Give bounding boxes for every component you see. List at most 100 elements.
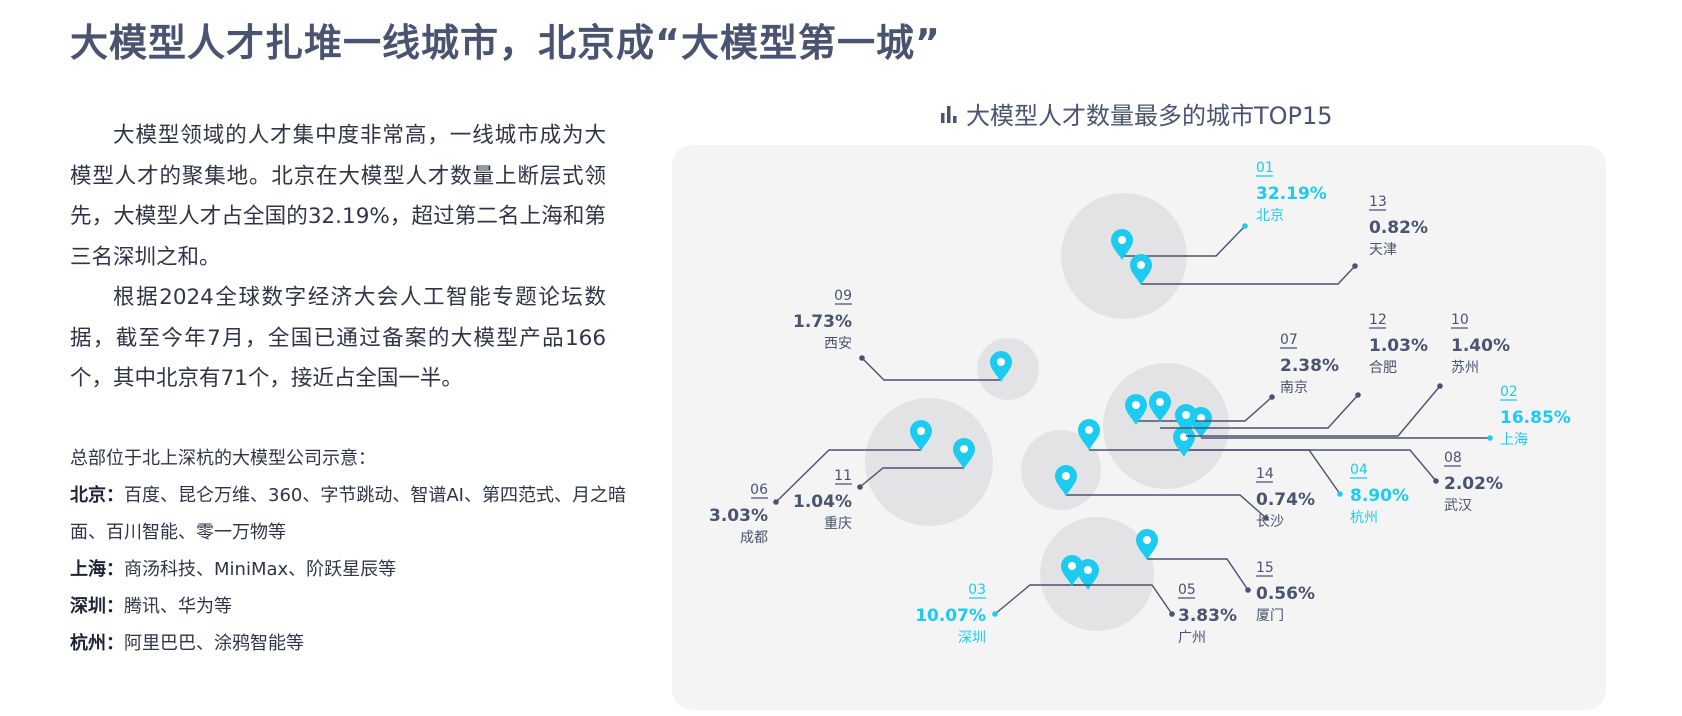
location-pin-icon: [1130, 254, 1152, 285]
rank-label: 07: [1280, 332, 1298, 348]
rank-label: 06: [750, 482, 768, 498]
cluster-circle: [1103, 363, 1229, 489]
city-label: 成都: [740, 530, 768, 546]
value-label: 1.04%: [793, 492, 852, 512]
connector-dot: [1242, 223, 1248, 229]
connector-line: [1072, 584, 1173, 615]
rank-label: 12: [1369, 312, 1387, 328]
value-label: 3.83%: [1178, 606, 1237, 626]
city-label: 北京: [1256, 208, 1284, 224]
rank-label: 04: [1350, 462, 1368, 478]
location-pin-icon: [1055, 465, 1077, 496]
connector-dot: [1269, 394, 1275, 400]
company-row-list: 百度、昆仑万维、360、字节跳动、智谱AI、第四范式、月之暗面、百川智能、零一万…: [70, 485, 626, 543]
company-row-hangzhou: 杭州：阿里巴巴、涂鸦智能等: [70, 625, 630, 662]
page-title: 大模型人才扎堆一线城市，北京成“大模型第一城”: [70, 21, 941, 65]
connector-line: [1141, 265, 1356, 285]
location-pin-icon: [953, 438, 975, 469]
city-label: 杭州: [1350, 510, 1378, 526]
rank-label: 03: [968, 582, 986, 598]
rank-label: 02: [1500, 384, 1518, 400]
company-row-shenzhen: 深圳：腾讯、华为等: [70, 588, 630, 625]
location-pin-hole: [1132, 401, 1140, 409]
company-row-city: 杭州：: [70, 633, 124, 654]
location-pin-icon: [1125, 394, 1147, 425]
location-pin-icon: [990, 351, 1012, 382]
city-label: 深圳: [958, 630, 986, 646]
city-label: 天津: [1369, 242, 1397, 258]
value-label: 2.02%: [1444, 474, 1503, 494]
location-pin-hole: [1068, 562, 1076, 570]
rank-label: 05: [1178, 582, 1196, 598]
connector-dot: [857, 484, 863, 490]
value-label: 32.19%: [1256, 184, 1327, 204]
connector-line: [1136, 396, 1273, 422]
connector-dot: [1263, 515, 1269, 521]
value-label: 1.40%: [1451, 336, 1510, 356]
connector-line: [994, 584, 1088, 615]
location-pin-icon: [1173, 426, 1195, 457]
connector-line: [859, 467, 964, 488]
location-pin-hole: [1062, 472, 1070, 480]
bar-chart-icon: [941, 105, 957, 123]
company-row-beijing: 北京：百度、昆仑万维、360、字节跳动、智谱AI、第四范式、月之暗面、百川智能、…: [70, 477, 630, 551]
value-label: 2.38%: [1280, 356, 1339, 376]
connector-dot: [1433, 478, 1439, 484]
rank-label: 08: [1444, 450, 1462, 466]
connector-dot: [859, 355, 865, 361]
cluster-circle: [865, 398, 993, 526]
location-pin-hole: [1143, 536, 1151, 544]
location-pin-hole: [1180, 433, 1188, 441]
rank-label: 09: [834, 288, 852, 304]
location-pin-hole: [1156, 398, 1164, 406]
company-row-city: 北京：: [70, 485, 124, 506]
connector-line: [775, 449, 921, 503]
intro-paragraph-1: 大模型领域的人才集中度非常高，一线城市成为大模型人才的聚集地。北京在大模型人才数…: [70, 123, 606, 270]
value-label: 10.07%: [915, 606, 986, 626]
location-pin-icon: [1111, 229, 1133, 260]
value-label: 1.73%: [793, 312, 852, 332]
connector-line: [1066, 494, 1267, 519]
value-label: 1.03%: [1369, 336, 1428, 356]
location-pin-hole: [960, 445, 968, 453]
company-row-list: 阿里巴巴、涂鸦智能等: [124, 633, 304, 654]
company-row-list: 腾讯、华为等: [124, 596, 232, 617]
value-label: 0.74%: [1256, 490, 1315, 510]
value-label: 0.82%: [1369, 218, 1428, 238]
location-pin-hole: [917, 427, 925, 435]
intro-paragraph-2: 根据2024全球数字经济大会人工智能专题论坛数据，截至今年7月，全国已通过备案的…: [70, 285, 606, 391]
connector-dot: [992, 611, 998, 617]
location-pin-hole: [1118, 236, 1126, 244]
value-label: 8.90%: [1350, 486, 1409, 506]
connector-dot: [1352, 263, 1358, 269]
location-pin-icon: [1061, 555, 1083, 586]
location-pin-hole: [1084, 566, 1092, 574]
location-pin-hole: [1137, 261, 1145, 269]
connector-line: [1184, 449, 1437, 482]
city-label: 苏州: [1451, 360, 1479, 376]
city-label: 上海: [1500, 432, 1528, 448]
location-pin-icon: [910, 420, 932, 451]
value-label: 0.56%: [1256, 584, 1315, 604]
connector-line: [1122, 225, 1246, 257]
connector-dot: [1245, 587, 1251, 593]
location-pin-hole: [997, 358, 1005, 366]
city-label: 长沙: [1256, 514, 1284, 530]
connector-line: [861, 357, 1001, 381]
company-row-city: 深圳：: [70, 596, 124, 617]
location-pin-hole: [1085, 426, 1093, 434]
connector-dot: [773, 499, 779, 505]
location-pin-icon: [1078, 419, 1100, 450]
connector-dot: [1487, 435, 1493, 441]
chart-title: 大模型人才数量最多的城市TOP15: [940, 96, 1333, 131]
city-label: 重庆: [824, 516, 852, 532]
company-row-city: 上海：: [70, 559, 124, 580]
location-pin-icon: [1136, 529, 1158, 560]
city-label: 武汉: [1444, 498, 1472, 514]
city-label: 广州: [1178, 630, 1206, 646]
rank-label: 13: [1369, 194, 1387, 210]
intro-text: 大模型领域的人才集中度非常高，一线城市成为大模型人才的聚集地。北京在大模型人才数…: [70, 116, 606, 400]
city-label: 南京: [1280, 380, 1308, 396]
location-pin-hole: [1182, 411, 1190, 419]
rank-label: 11: [834, 468, 852, 484]
